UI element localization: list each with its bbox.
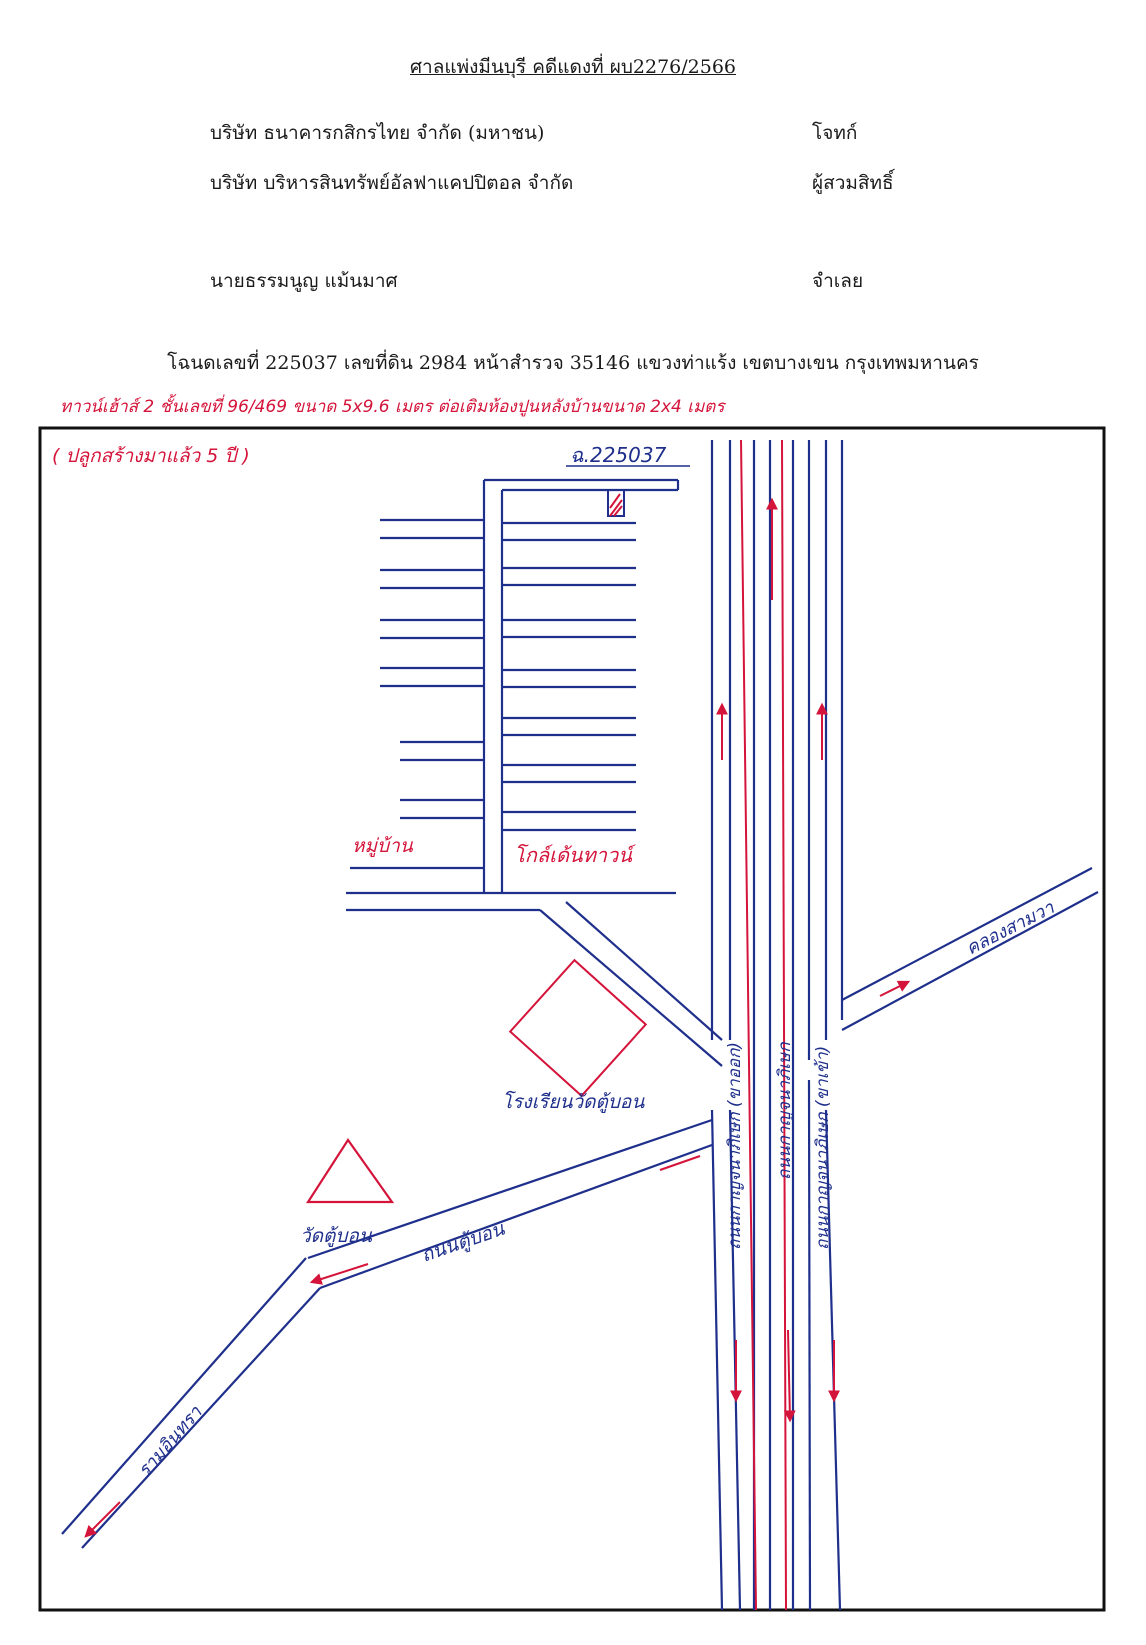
annotation-building-description: ทาวน์เฮ้าส์ 2 ชั้นเลขที่ 96/469 ขนาด 5x9… [60, 393, 726, 417]
ram-inthra-arrow [84, 1501, 121, 1538]
plaintiff-role: โจทก์ [812, 122, 858, 144]
village-label: หมู่บ้าน [352, 835, 414, 857]
school-icon [508, 958, 648, 1098]
target-house-hatch [609, 493, 623, 517]
annotation-building-age: ( ปลูกสร้างมาแล้ว 5 ปี ) [52, 445, 250, 467]
plaintiff-name: บริษัท ธนาคารกสิกรไทย จำกัด (มหาชน) [210, 122, 545, 144]
map-frame [38, 426, 1106, 1612]
highway-direction-arrows [716, 497, 840, 1423]
tuborn-red-mark [659, 1154, 701, 1172]
temple-icon [305, 1138, 395, 1204]
target-house-marker [607, 489, 625, 517]
assignee-name: บริษัท บริหารสินทรัพย์อัลฟาแคปปิตอล จำกั… [210, 172, 574, 194]
temple-label: วัดตู้บอน [300, 1225, 373, 1247]
tuborn-road [307, 1118, 713, 1290]
village-name-label: โกล์เด้นทาวน์ [514, 843, 636, 867]
highway-center-label: ถนนกาญจนาภิเษก [775, 1042, 795, 1180]
title-deed-line: โฉนดเลขที่ 225037 เลขที่ดิน 2984 หน้าสำร… [167, 352, 979, 374]
ram-inthra-road [61, 1257, 321, 1549]
tuborn-direction-arrow [309, 1263, 369, 1285]
khlong-samwa-road [841, 867, 1099, 1031]
highway-lines [710, 440, 844, 1611]
deed-number-label: ฉ.225037 [570, 443, 667, 467]
assignee-role: ผู้สวมสิทธิ์ [812, 172, 894, 194]
highway-median-lines [740, 439, 787, 1611]
school-label: โรงเรียนวัดตู้บอน [502, 1090, 645, 1113]
village-roads [346, 478, 723, 1067]
defendant-name: นายธรรมนูญ แม้นมาศ [210, 270, 398, 292]
defendant-role: จำเลย [812, 270, 864, 292]
highway-inbound-label: ถนนกาญจนาภิเษก (ขาเข้า) [813, 1046, 833, 1250]
khlong-samwa-arrow [879, 980, 911, 997]
tuborn-road-label: ถนนตู้บอน [418, 1218, 508, 1267]
court-case-title: ศาลแพ่งมีนบุรี คดีแดงที่ ผบ2276/2566 [409, 56, 736, 78]
highway-outbound-label: ถนนกาญจนาภิเษก (ขาออก) [725, 1042, 745, 1250]
